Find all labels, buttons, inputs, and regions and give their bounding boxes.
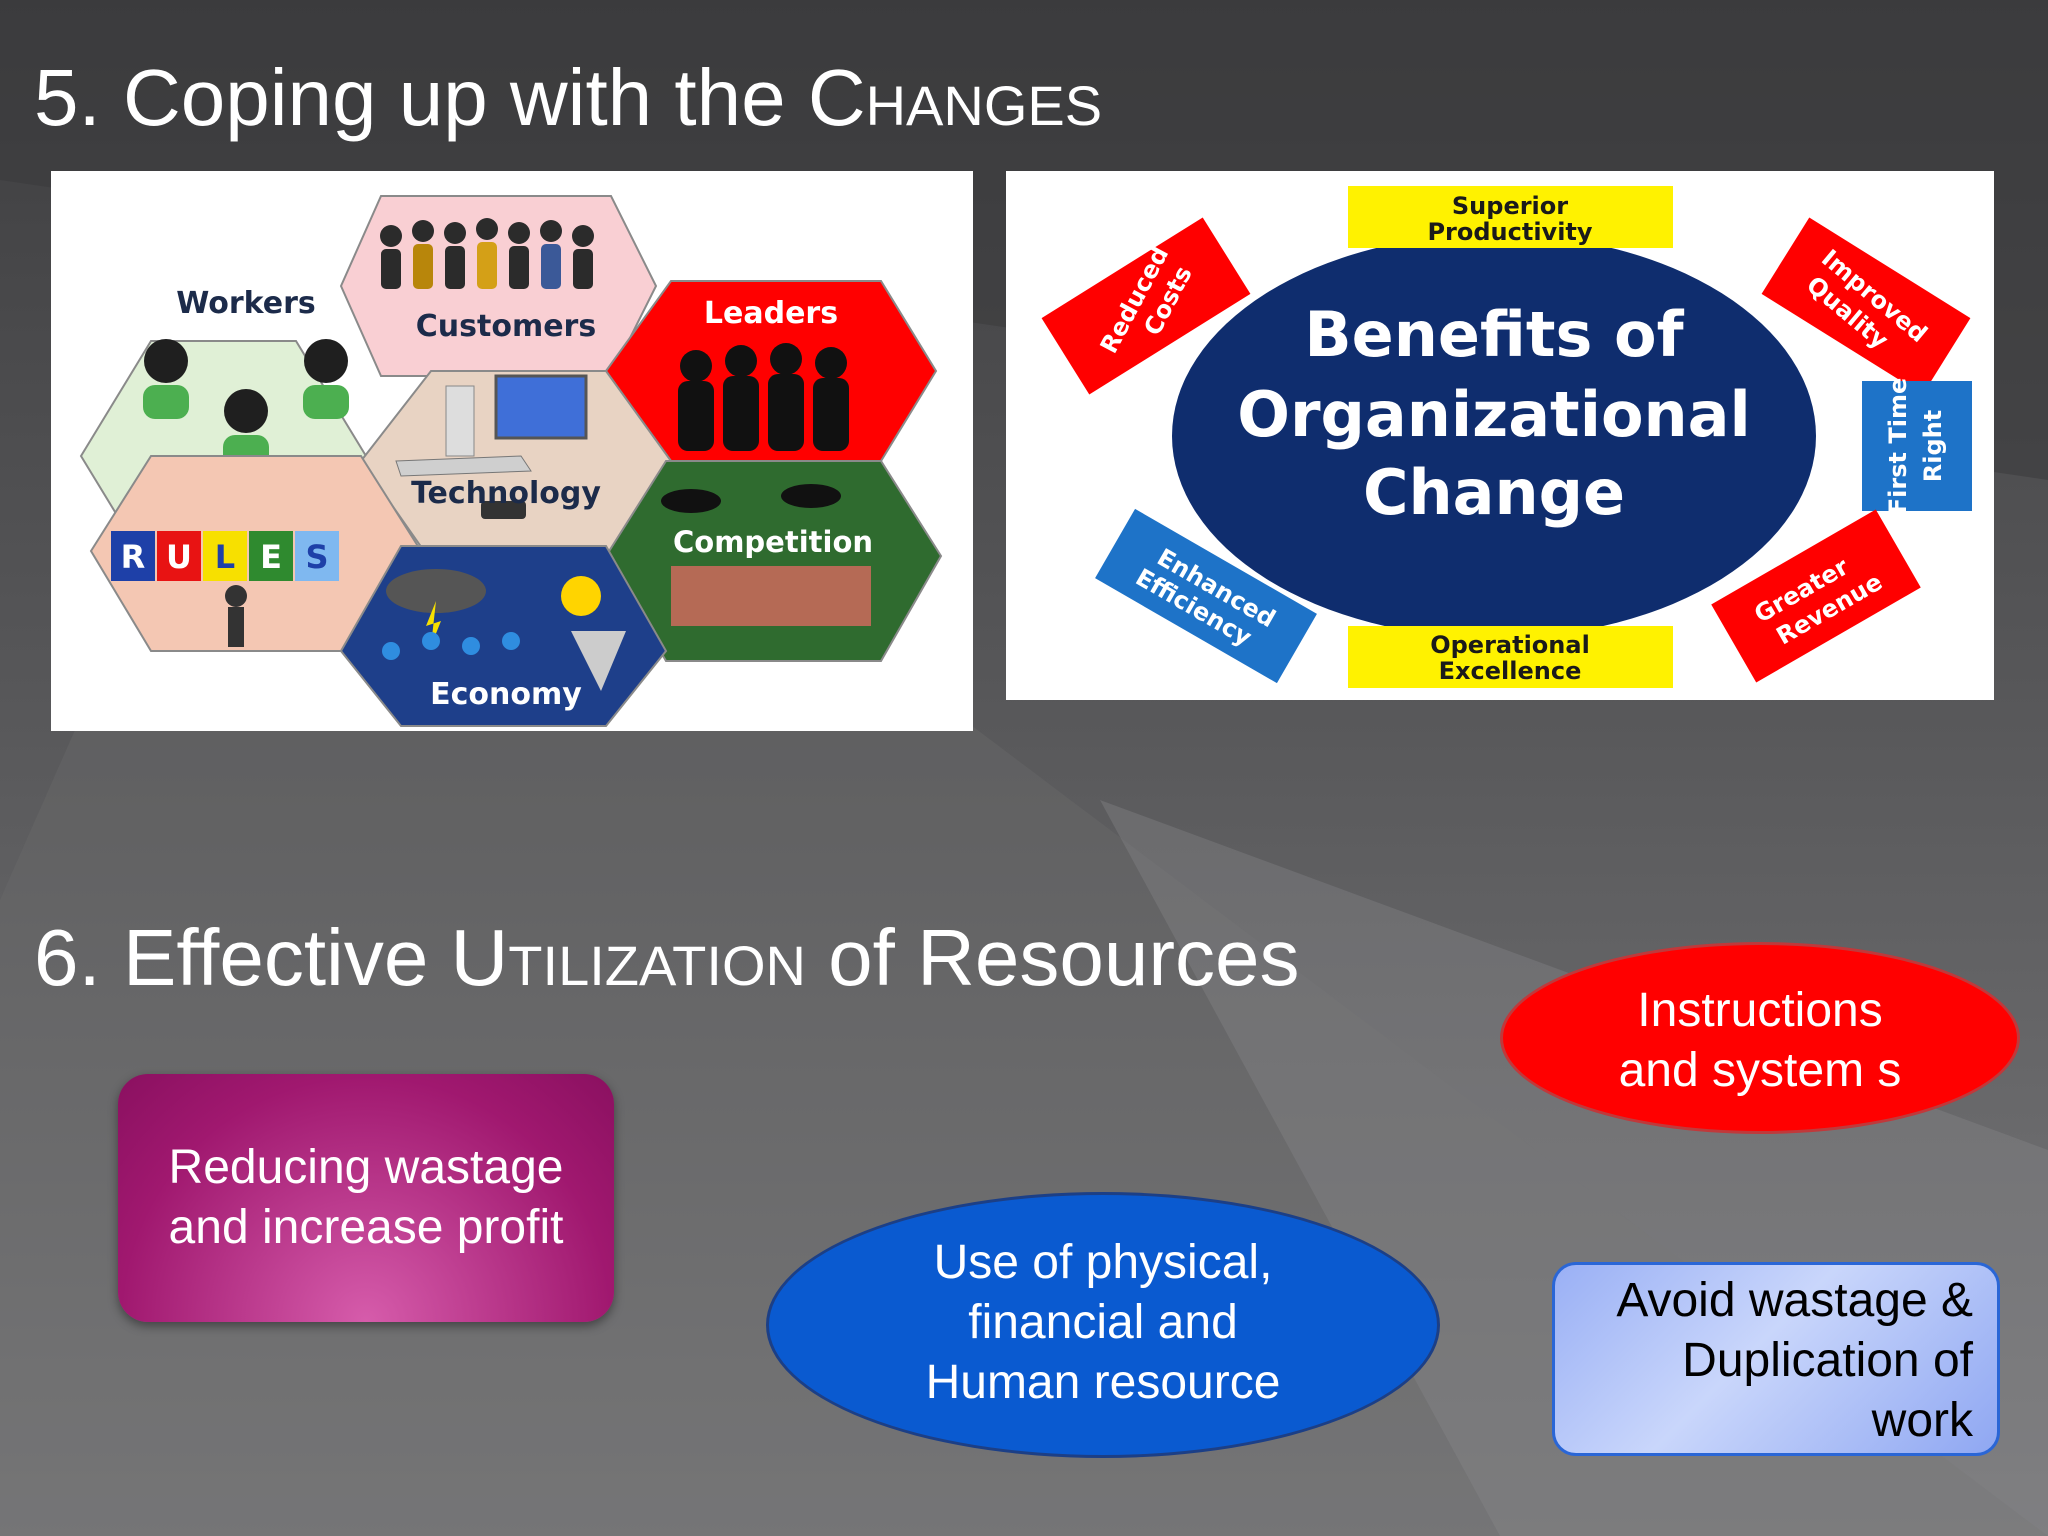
benefits-diagram-panel: Benefits of Organizational Change Superi… xyxy=(1006,171,1994,700)
computer-icon xyxy=(395,374,588,519)
hex-leaders-label: Leaders xyxy=(704,296,838,331)
section-5-title: 5. Coping up with the Changes xyxy=(34,53,1103,142)
rules-letter-l: L xyxy=(215,538,235,576)
benefit-first-line1: First Time xyxy=(1884,378,1912,514)
leaders-silhouettes-icon xyxy=(678,343,849,451)
avoid-line2: Duplication of xyxy=(1682,1334,1973,1387)
benefit-reduced-costs: Reduced Costs xyxy=(1041,217,1251,395)
benefit-superior-line2: Productivity xyxy=(1427,218,1592,246)
benefits-center-line3: Change xyxy=(1363,456,1625,529)
rules-letter-e: E xyxy=(260,538,282,576)
hex-customers: Customers xyxy=(339,195,658,377)
hex-customers-label: Customers xyxy=(416,309,596,344)
benefit-superior-productivity: Superior Productivity xyxy=(1348,186,1673,248)
rules-blocks: R U L E S xyxy=(111,531,339,647)
hexagon-diagram-panel: Customers Leaders Technology xyxy=(51,171,973,731)
rules-letter-r: R xyxy=(121,538,146,576)
storm-cloud-icon xyxy=(386,569,486,646)
benefit-first-line2: Right xyxy=(1919,410,1947,482)
use-of-line3: Human resource xyxy=(925,1356,1281,1409)
hex-economy-label: Economy xyxy=(430,677,582,712)
benefit-first-time-right: First Time Right xyxy=(1862,378,1972,514)
use-of-resources-ellipse: Use of physical, financial and Human res… xyxy=(766,1192,1440,1458)
running-track-image xyxy=(671,566,871,626)
hex-leaders: Leaders xyxy=(604,280,938,462)
reducing-wastage-box: Reducing wastage and increase profit xyxy=(118,1074,614,1322)
reducing-line2: and increase profit xyxy=(168,1201,564,1254)
hex-economy: Economy xyxy=(339,545,668,727)
sun-icon xyxy=(561,576,601,616)
instructions-ellipse: Instructions and system s xyxy=(1500,942,2020,1134)
benefit-operational-line2: Excellence xyxy=(1439,657,1582,685)
reducing-line1: Reducing wastage xyxy=(168,1141,564,1194)
benefits-center-line2: Organizational xyxy=(1237,378,1751,451)
avoid-text: Avoid wastage & Duplication of work xyxy=(1616,1271,1973,1451)
section-6-title: 6. Effective Utilization of Resources xyxy=(34,913,1300,1002)
avoid-line3: work xyxy=(1871,1394,1973,1447)
hex-technology: Technology xyxy=(359,370,673,562)
hex-technology-label: Technology xyxy=(411,476,601,511)
benefit-superior-line1: Superior xyxy=(1452,192,1568,220)
avoid-wastage-box: Avoid wastage & Duplication of work xyxy=(1552,1262,2000,1456)
customers-people-icon xyxy=(380,218,594,289)
hex-competition: Competition xyxy=(604,460,943,662)
rules-letter-s: S xyxy=(305,538,328,576)
benefit-operational-excellence: Operational Excellence xyxy=(1348,626,1673,688)
use-of-line2: financial and xyxy=(968,1296,1238,1349)
tornado-icon xyxy=(571,631,626,691)
benefit-operational-line1: Operational xyxy=(1430,631,1590,659)
avoid-line1: Avoid wastage & xyxy=(1616,1274,1973,1327)
hex-competition-label: Competition xyxy=(673,525,873,559)
benefits-center-line1: Benefits of xyxy=(1304,298,1684,371)
horse-racing-icon xyxy=(661,484,841,513)
instructions-line2: and system s xyxy=(1618,1044,1902,1097)
rain-drops-icon xyxy=(382,632,520,660)
instructions-line1: Instructions xyxy=(1637,984,1883,1037)
hex-rules: R U L E S xyxy=(89,455,423,652)
workers-icon xyxy=(143,339,349,469)
use-of-line1: Use of physical, xyxy=(933,1236,1273,1289)
benefits-center-ellipse xyxy=(1172,234,1816,638)
rules-letter-u: U xyxy=(166,538,192,576)
hex-workers-title: Workers xyxy=(176,286,316,321)
